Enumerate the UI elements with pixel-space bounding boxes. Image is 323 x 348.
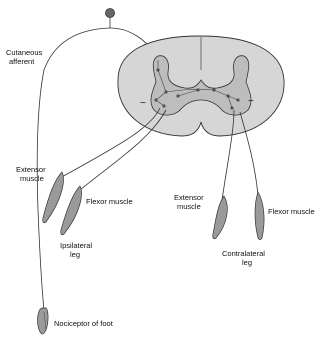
cutaneous-afferent-fiber [37, 28, 110, 310]
inhibitory-sign-left: − [140, 98, 146, 109]
label-nociceptor: Nociceptor of foot [54, 319, 114, 328]
contralateral-flexor-muscle [255, 192, 264, 240]
label-ipsilateral-leg: Ipsilateral leg [60, 241, 94, 259]
label-ipsilateral-extensor: Extensor muscle [16, 165, 48, 183]
contralateral-extensor-muscle [213, 196, 228, 239]
label-contralateral-flexor: Flexor muscle [268, 207, 315, 216]
label-contralateral-leg: Contralateral leg [222, 249, 267, 267]
label-contralateral-extensor: Extensor muscle [174, 193, 206, 211]
inhibitory-sign-right: − [248, 96, 254, 107]
label-cutaneous-afferent: Cutaneous afferent [6, 48, 44, 66]
nociceptor [38, 308, 49, 334]
ipsilateral-extensor-muscle [43, 172, 64, 223]
label-ipsilateral-flexor: Flexor muscle [86, 197, 133, 206]
ipsilateral-flexor-muscle [61, 186, 82, 235]
dorsal-root-ganglion [106, 9, 115, 18]
